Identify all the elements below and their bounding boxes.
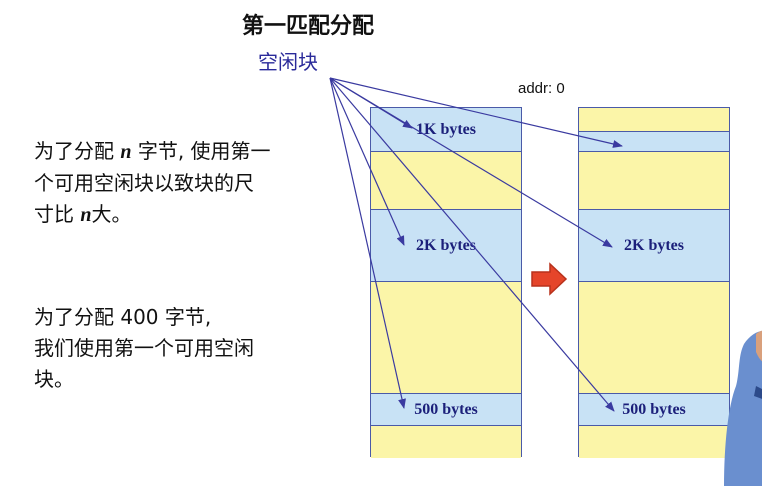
block-label-1k: 1K bytes [416, 120, 476, 138]
used-block [371, 282, 521, 394]
arrow-to-500 [329, 77, 406, 409]
text1-line-3: 寸比 n大。 [34, 202, 132, 226]
allocated-block [579, 108, 729, 132]
arrow-to-2k-after [329, 77, 613, 248]
presenter-image [724, 330, 762, 486]
block-label-500: 500 bytes [414, 400, 478, 418]
used-block [579, 426, 729, 458]
free-block-label: 空闲块 [258, 50, 318, 74]
block-label-2k: 2K bytes [416, 236, 476, 254]
addr-label: addr: 0 [518, 80, 565, 97]
text1-line-2: 个可用空闲块以致块的尺 [34, 171, 254, 195]
free-block-2k: 2K bytes [371, 210, 521, 282]
text2-line-2: 我们使用第一个可用空闲 [34, 336, 254, 360]
arrow-to-2k [329, 77, 405, 246]
text2-line-3: 块。 [34, 367, 74, 391]
memory-before: 1K bytes 2K bytes 500 bytes [370, 107, 522, 458]
arrow-to-remainder [329, 77, 623, 148]
used-block [579, 282, 729, 394]
arrow-to-500-after [329, 77, 615, 412]
explanation-text-2: 为了分配 400 字节, 我们使用第一个可用空闲 块。 [34, 302, 334, 395]
right-arrow-icon [531, 262, 568, 296]
free-block-1k: 1K bytes [371, 108, 521, 152]
block-label-500-after: 500 bytes [622, 400, 686, 418]
text1-line-1: 为了分配 n 字节, 使用第一 [34, 139, 271, 163]
free-block-500: 500 bytes [371, 394, 521, 426]
used-block [371, 426, 521, 458]
pointer-arrows [329, 77, 623, 412]
explanation-text-1: 为了分配 n 字节, 使用第一 个可用空闲块以致块的尺 寸比 n大。 [34, 136, 334, 231]
used-block [371, 152, 521, 210]
block-label-2k-after: 2K bytes [624, 236, 684, 254]
slide-title: 第一匹配分配 [242, 14, 375, 39]
text2-line-1: 为了分配 400 字节, [34, 305, 212, 329]
used-block [579, 152, 729, 210]
